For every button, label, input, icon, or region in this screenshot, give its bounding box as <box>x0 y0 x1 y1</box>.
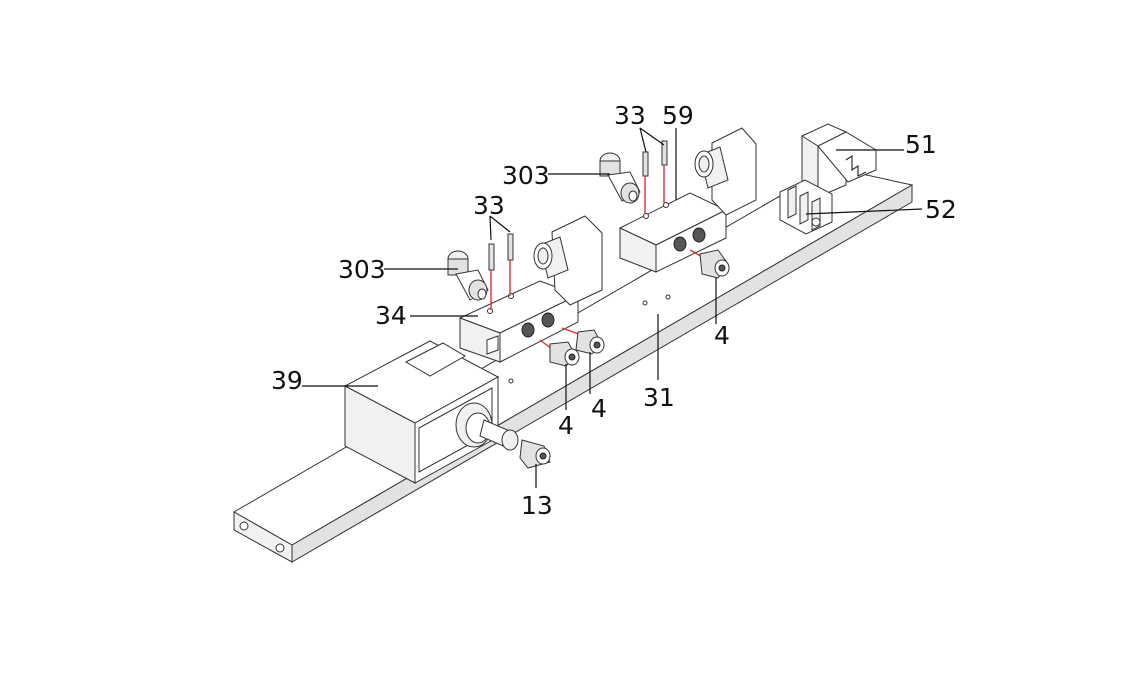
shaft-fitting-13 <box>455 402 551 469</box>
label-33-left: 33 <box>473 191 505 220</box>
valve-block-left <box>458 280 580 363</box>
label-59: 59 <box>662 101 694 130</box>
label-51: 51 <box>905 130 937 159</box>
label-31: 31 <box>643 383 675 412</box>
label-33-right: 33 <box>614 101 646 130</box>
label-4-mid-right: 4 <box>591 394 607 423</box>
screws-right <box>642 140 668 214</box>
solenoid-left <box>533 215 603 306</box>
elbow-fitting-right <box>599 152 641 204</box>
label-4-mid-left: 4 <box>558 411 574 440</box>
label-34: 34 <box>375 301 407 330</box>
callout-labels: 33 59 51 303 52 33 303 34 4 39 31 4 4 13 <box>271 101 957 520</box>
elbow-fitting-left <box>447 250 489 301</box>
label-13: 13 <box>521 491 553 520</box>
bracket-51 <box>801 123 877 198</box>
label-39: 39 <box>271 366 303 395</box>
label-4-right: 4 <box>714 321 730 350</box>
valve-block-right <box>618 192 728 273</box>
solenoid-right <box>694 127 757 216</box>
leader-lines <box>302 127 923 488</box>
screws-left <box>488 233 514 310</box>
outlet-fittings-left <box>539 327 605 367</box>
outlet-fitting-right <box>689 249 730 279</box>
label-303-left: 303 <box>338 255 386 284</box>
label-303-right: 303 <box>502 161 550 190</box>
label-52: 52 <box>925 195 957 224</box>
